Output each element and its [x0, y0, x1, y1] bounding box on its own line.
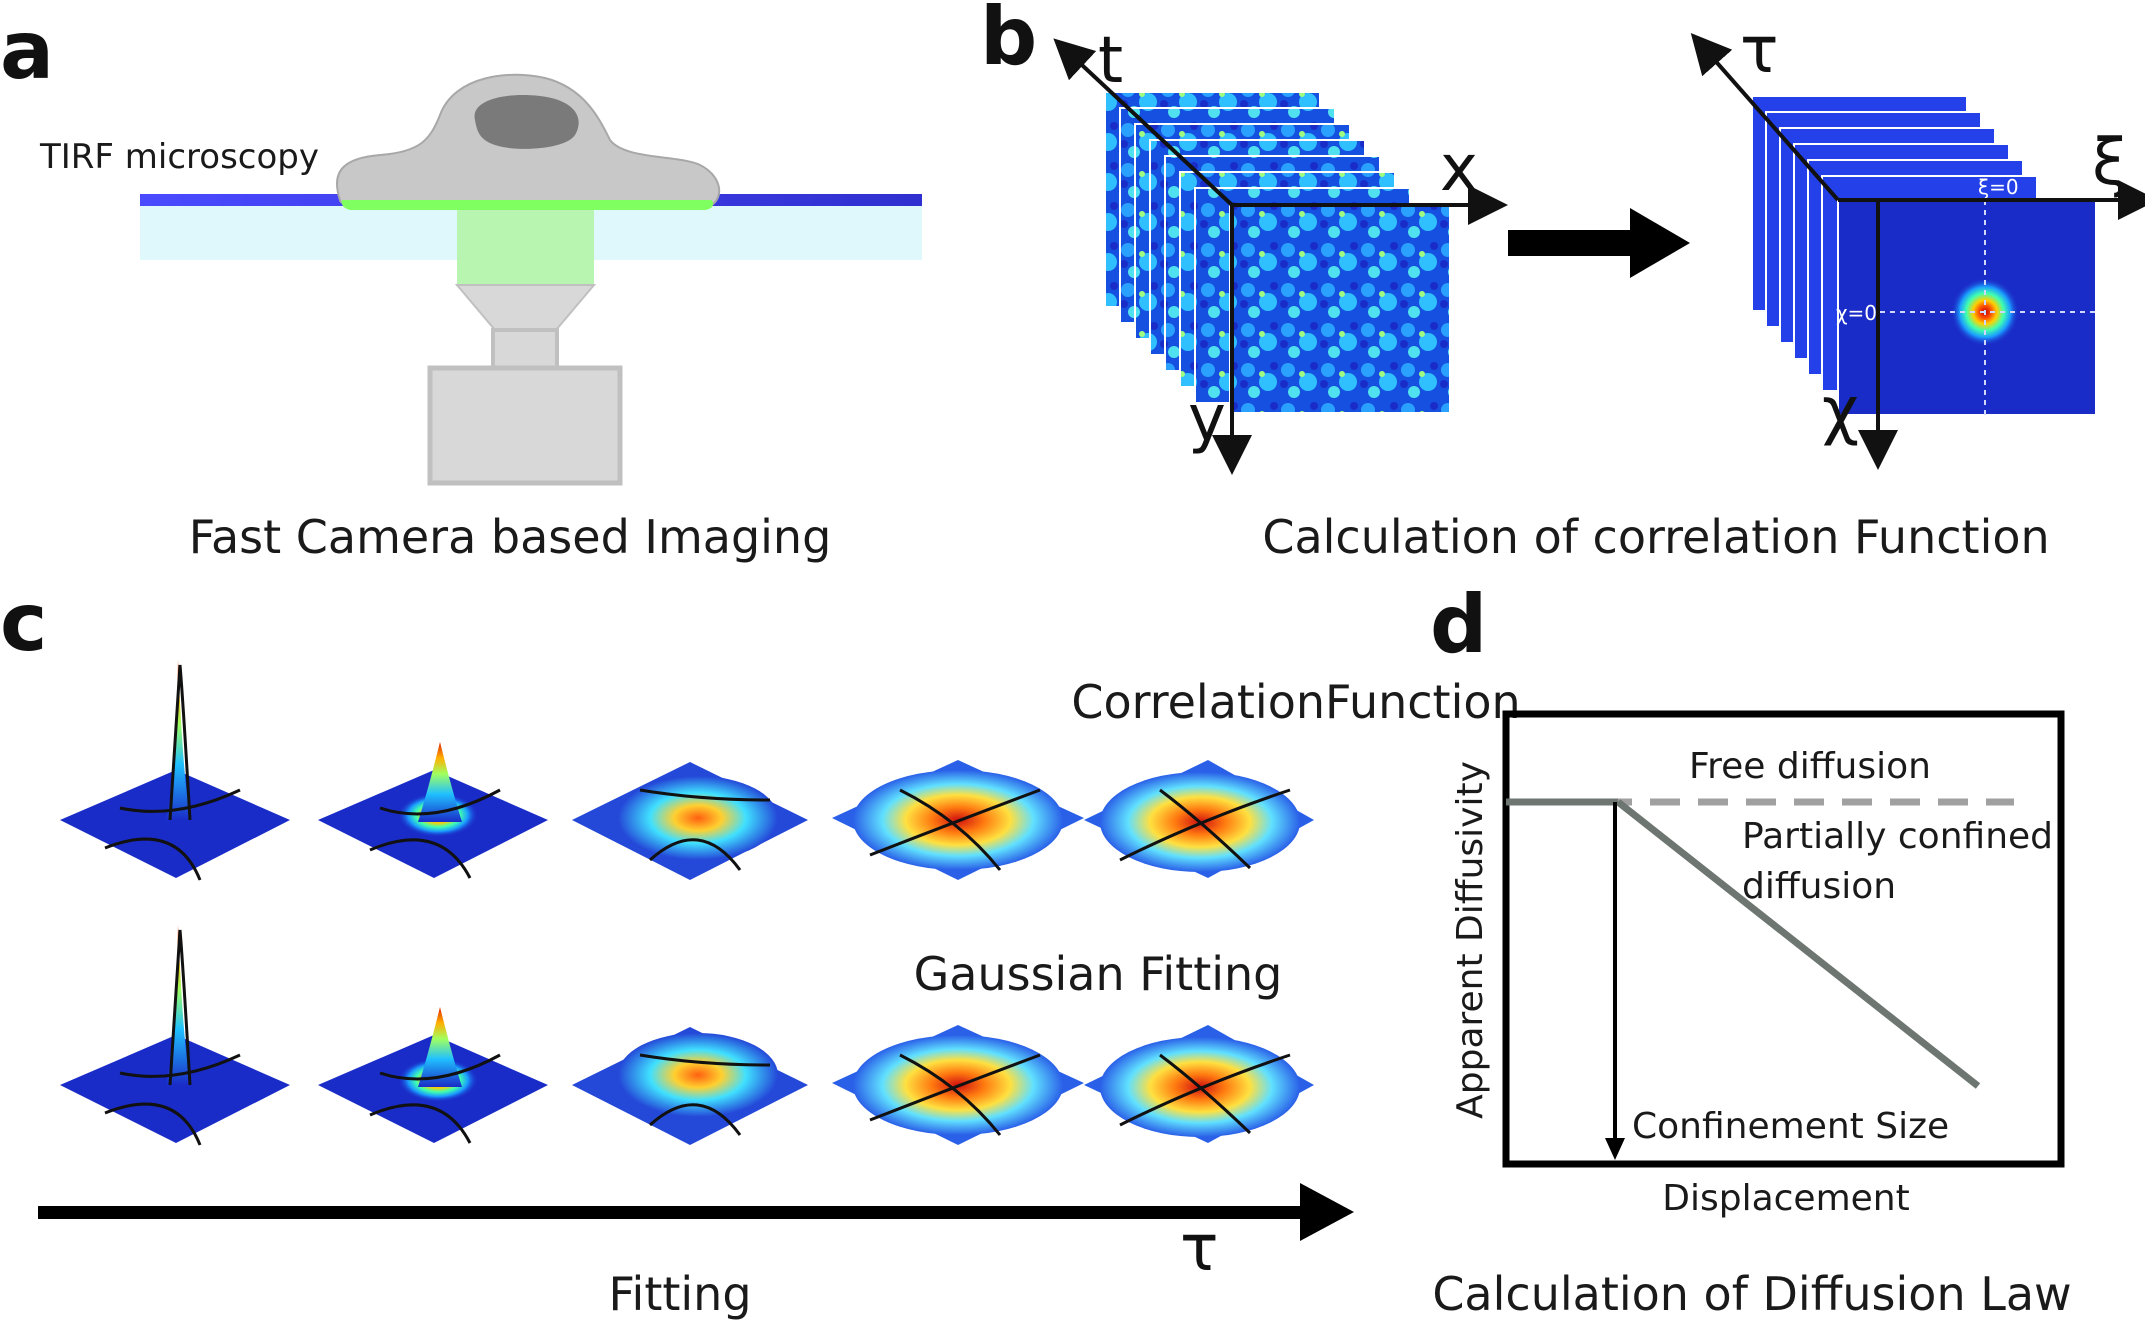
transform-arrow [1508, 208, 1690, 278]
partial-label-line2: diffusion [1742, 866, 1896, 907]
surface-r1-5 [1084, 760, 1314, 878]
surface-r2-3 [572, 1027, 808, 1145]
cell-nucleus [474, 95, 579, 149]
camera-body [427, 365, 623, 486]
frame-stack-raw [1104, 91, 1451, 414]
free-diffusion-label: Free diffusion [1689, 746, 1931, 787]
panel-letter-a: a [0, 4, 54, 97]
surface-r1-3 [572, 762, 808, 880]
axis-label-tau: τ [1740, 14, 1779, 88]
panel-d: d Free diffusion Partially confined diff… [1430, 578, 2072, 1321]
surface-row-fit [60, 925, 1314, 1146]
axis-label-chi: χ [1822, 374, 1859, 448]
row-label-correlation: CorrelationFunction [1071, 675, 1520, 729]
chi-zero-label: χ=0 [1836, 301, 1877, 325]
surface-row-correlation [60, 660, 1314, 881]
axis-tau [1690, 32, 1840, 202]
frame-stack-correlation [1751, 95, 2097, 416]
panel-b: b t x y [980, 0, 2145, 564]
x-axis-label: Displacement [1662, 1178, 1909, 1219]
tau-axis-label: τ [1180, 1212, 1219, 1286]
xi-zero-label: ξ=0 [1978, 175, 2019, 199]
partial-label-line1: Partially confined [1742, 816, 2053, 857]
objective-lens [454, 284, 597, 331]
surface-r1-2 [318, 742, 548, 879]
caption-d: Calculation of Diffusion Law [1432, 1267, 2071, 1321]
surface-r2-4 [832, 1025, 1084, 1145]
objective-tube [491, 328, 559, 370]
confinement-arrowhead [1605, 1138, 1625, 1160]
tau-axis-line [38, 1206, 1308, 1219]
excitation-beam [457, 210, 594, 285]
tirf-label: TIRF microscopy [39, 137, 319, 177]
caption-a: Fast Camera based Imaging [189, 510, 832, 564]
axis-t [1053, 38, 1234, 207]
axis-label-x: x [1440, 132, 1478, 206]
panel-letter-c: c [0, 576, 47, 669]
caption-c: Fitting [608, 1267, 751, 1321]
caption-b: Calculation of correlation Function [1262, 510, 2049, 564]
panel-a: a TIRF microscopy Fast Camera based Imag… [0, 4, 922, 564]
surface-r2-1 [60, 925, 290, 1146]
panel-letter-d: d [1430, 578, 1487, 671]
tau-axis-arrowhead [1300, 1183, 1354, 1241]
membrane-fluorescence [341, 200, 714, 210]
surface-r1-1 [60, 660, 290, 881]
surface-r2-2 [318, 1007, 548, 1144]
axis-label-xi: ξ [2092, 126, 2128, 200]
row-label-fit: Gaussian Fitting [914, 947, 1283, 1001]
partially-confined-line [1615, 799, 1981, 1089]
confinement-size-label: Confinement Size [1632, 1106, 1949, 1147]
axis-label-y: y [1188, 382, 1226, 456]
surface-r2-5 [1084, 1025, 1314, 1143]
diffusion-law-plot-frame [1502, 710, 2065, 1168]
panel-c: c CorrelationFunction Gaussian Fitting [0, 576, 1521, 1321]
axis-label-t: t [1098, 24, 1123, 98]
panel-letter-b: b [980, 0, 1037, 83]
surface-r1-4 [832, 760, 1084, 880]
y-axis-label: Apparent Diffusivity [1450, 761, 1491, 1119]
